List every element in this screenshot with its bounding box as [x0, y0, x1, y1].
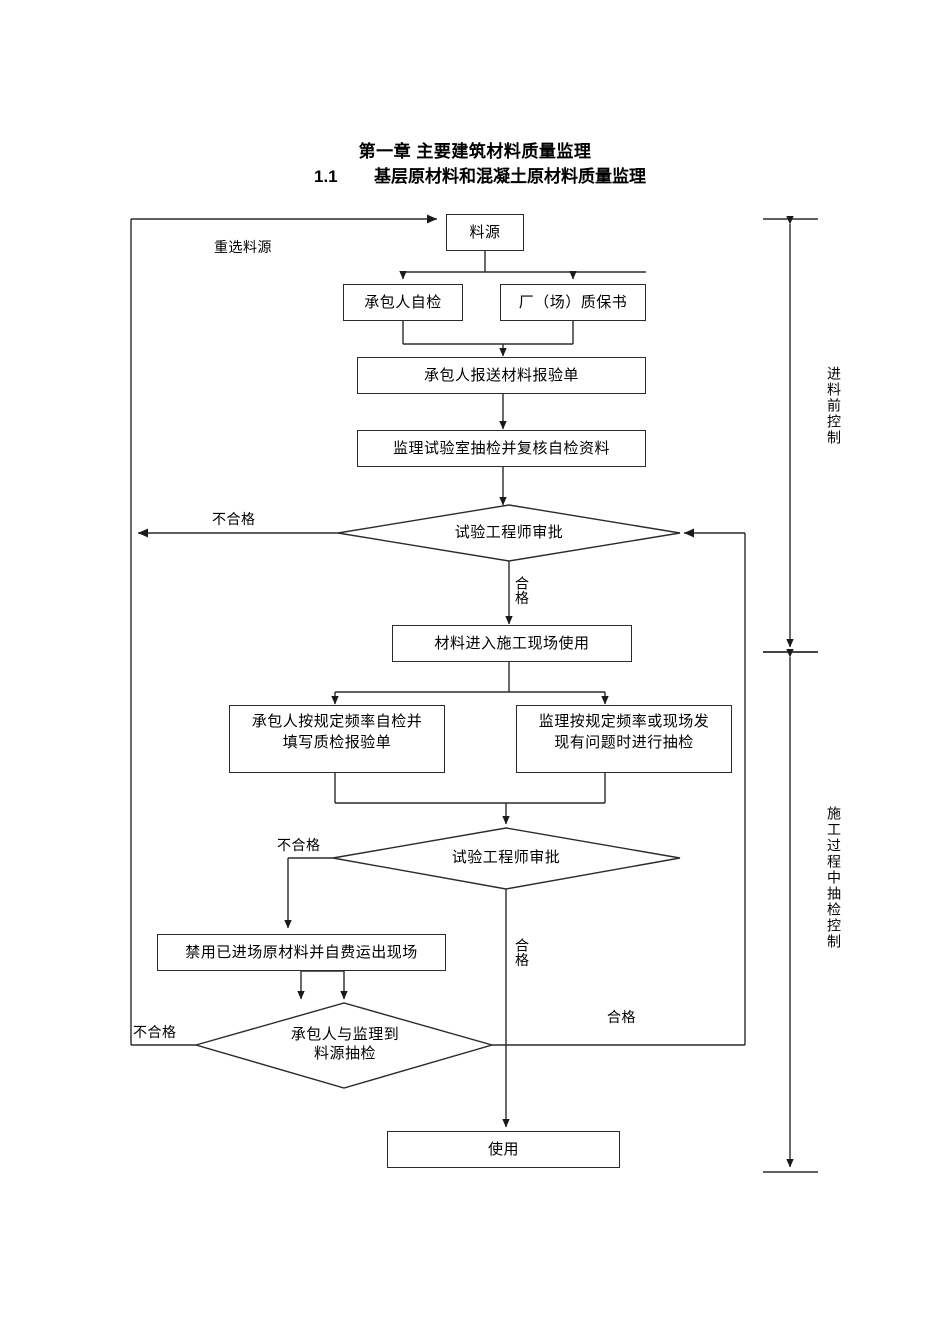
section-number: 1.1	[314, 167, 338, 186]
edge-label-pass-1: 合格	[513, 576, 528, 605]
side-label-in-process-control: 施工过程中抽检控制	[825, 806, 840, 950]
edge-label-pass-2: 合格	[513, 938, 528, 967]
node-contractor-frequency-self-check[interactable]: 承包人按规定频率自检并 填写质检报验单	[229, 705, 445, 773]
node-self-check[interactable]: 承包人自检	[343, 284, 463, 321]
node-supervisor-frequency-sampling[interactable]: 监理按规定频率或现场发 现有问题时进行抽检	[516, 705, 732, 773]
edge-label-reselect-source: 重选料源	[214, 241, 272, 256]
edge-label-fail-2: 不合格	[277, 839, 321, 854]
edge-label-fail-1: 不合格	[212, 513, 256, 528]
decision3-label[interactable]: 承包人与监理到 料源抽检	[290, 1027, 400, 1062]
side-label-pre-entry-control: 进料前控制	[825, 366, 840, 446]
node-source[interactable]: 料源	[446, 214, 524, 251]
edge-label-pass-3: 合格	[607, 1011, 636, 1026]
node-lab-sampling-review[interactable]: 监理试验室抽检并复核自检资料	[357, 430, 646, 467]
node-submit-material-form[interactable]: 承包人报送材料报验单	[357, 357, 646, 394]
node-ban-material[interactable]: 禁用已进场原材料并自费运出现场	[157, 934, 446, 971]
section-title-line: 1.1 基层原材料和混凝土原材料质量监理	[0, 164, 950, 190]
decision1-label[interactable]: 试验工程师审批	[454, 525, 564, 541]
node-factory-certificate[interactable]: 厂（场）质保书	[500, 284, 646, 321]
node-enter-construction-site[interactable]: 材料进入施工现场使用	[392, 625, 632, 662]
page-title: 第一章 主要建筑材料质量监理 1.1 基层原材料和混凝土原材料质量监理	[0, 140, 950, 190]
decision2-label[interactable]: 试验工程师审批	[451, 850, 561, 866]
section-title: 基层原材料和混凝土原材料质量监理	[374, 167, 646, 186]
node-use[interactable]: 使用	[387, 1131, 620, 1168]
chapter-title: 第一章 主要建筑材料质量监理	[358, 142, 592, 161]
decision2-shape	[332, 827, 681, 890]
edge-label-fail-3: 不合格	[133, 1026, 177, 1041]
decision1-shape	[337, 504, 681, 562]
